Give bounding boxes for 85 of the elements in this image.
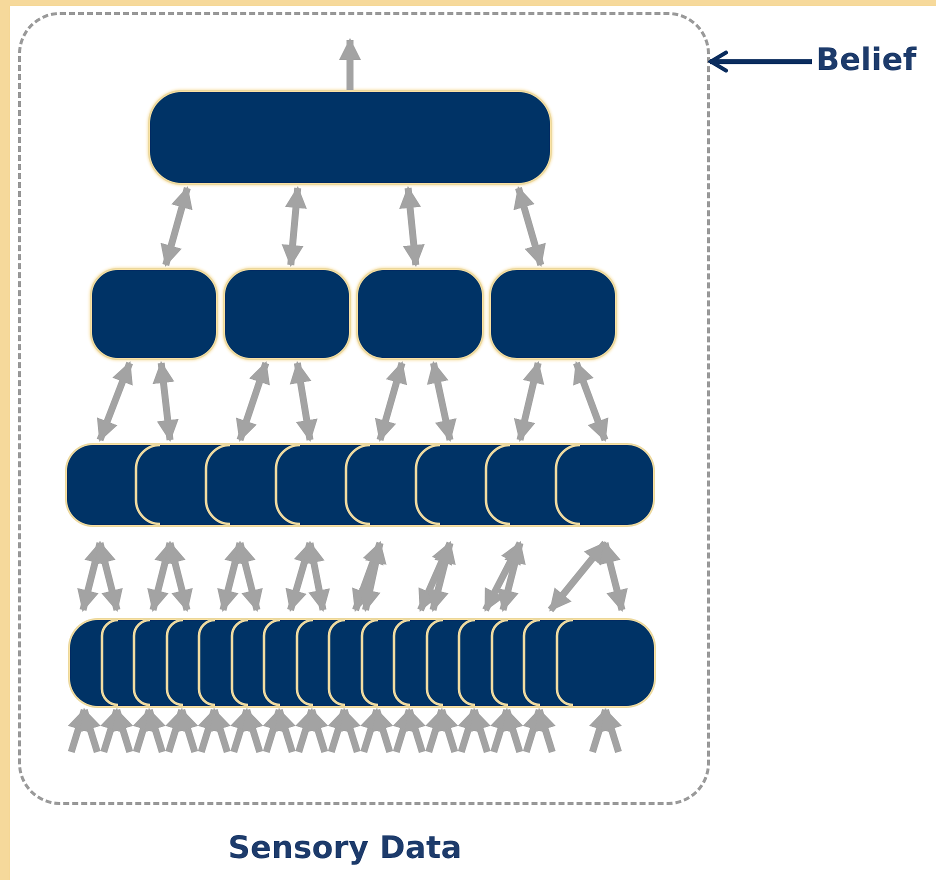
network-node — [489, 268, 617, 360]
network-node — [485, 443, 555, 527]
arrow — [427, 541, 456, 612]
network-node — [65, 443, 135, 527]
arrow — [404, 708, 426, 754]
network-node — [490, 618, 523, 708]
network-node — [100, 618, 133, 708]
arrow — [534, 708, 556, 754]
network-node — [458, 618, 490, 708]
arrow — [295, 708, 316, 754]
arrow — [514, 361, 544, 442]
network-node — [230, 618, 263, 708]
network-node — [415, 443, 485, 527]
arrow — [589, 708, 610, 754]
text-label: Belief — [816, 42, 916, 80]
caption-label: Sensory Data — [228, 830, 462, 868]
network-node — [275, 443, 345, 527]
network-node — [90, 268, 218, 360]
arrow — [152, 361, 179, 442]
network-node — [523, 618, 556, 708]
arrow — [399, 186, 425, 267]
arrow — [458, 708, 479, 754]
arrow — [290, 361, 318, 442]
arrow — [426, 361, 457, 442]
arrow — [425, 708, 446, 754]
arrow — [599, 541, 628, 612]
arrow — [274, 708, 296, 754]
network-node — [263, 618, 296, 708]
arrow — [514, 186, 546, 267]
arrow — [374, 361, 408, 442]
arrow — [548, 540, 608, 612]
arrow — [339, 38, 361, 90]
arrow — [328, 708, 349, 754]
network-node — [166, 618, 198, 708]
arrow — [165, 708, 186, 754]
network-node — [135, 443, 205, 527]
network-node — [198, 618, 230, 708]
arrow — [497, 541, 526, 612]
arrow — [392, 708, 414, 754]
dashed-frame — [18, 12, 710, 805]
arrow — [80, 708, 101, 754]
network-node — [133, 618, 166, 708]
network-node — [148, 90, 552, 185]
network-node — [223, 268, 351, 360]
network-node — [205, 443, 275, 527]
network-node — [345, 443, 415, 527]
arrow — [307, 708, 328, 754]
network-node — [426, 618, 458, 708]
network-node — [356, 268, 484, 360]
arrow — [352, 541, 384, 612]
arrow — [417, 541, 454, 612]
arrow — [490, 708, 512, 754]
arrow — [502, 708, 524, 754]
arrow — [160, 186, 193, 267]
arrow — [282, 186, 307, 267]
network-node — [393, 618, 426, 708]
network-node — [328, 618, 360, 708]
arrow — [372, 708, 394, 754]
arrow — [340, 708, 361, 754]
arrow — [132, 708, 154, 754]
arrow — [68, 708, 89, 754]
arrow — [360, 708, 382, 754]
arrow — [470, 708, 491, 754]
arrow — [144, 708, 166, 754]
arrow — [236, 361, 270, 442]
arrow — [482, 541, 524, 612]
arrow — [358, 541, 387, 612]
arrow — [198, 708, 219, 754]
network-node — [296, 618, 328, 708]
arrow — [522, 708, 544, 754]
arrow — [177, 708, 198, 754]
arrow — [437, 708, 458, 754]
network-node — [360, 618, 393, 708]
arrow — [96, 361, 133, 442]
arrow — [100, 708, 122, 754]
network-node — [555, 443, 655, 527]
arrow — [112, 708, 134, 754]
arrow — [210, 708, 231, 754]
arrow — [230, 708, 252, 754]
arrow — [709, 50, 812, 73]
arrow — [242, 708, 264, 754]
network-node — [556, 618, 656, 708]
arrow — [600, 708, 622, 754]
arrow — [262, 708, 284, 754]
arrow — [573, 361, 608, 442]
